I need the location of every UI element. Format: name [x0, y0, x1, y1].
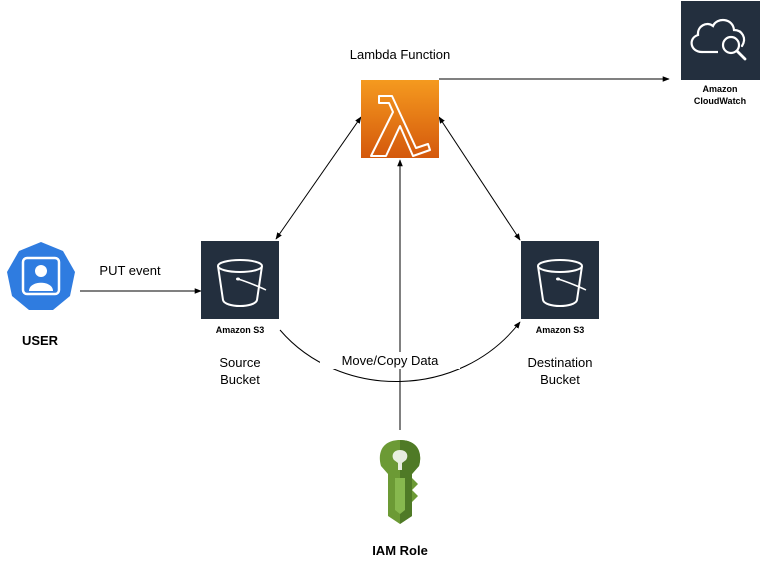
cloudwatch-icon: [681, 1, 760, 80]
destination-service-label: Amazon S3: [535, 325, 585, 335]
cloudwatch-label-line2: CloudWatch: [693, 96, 747, 106]
lambda-destination-arrow: [438, 116, 521, 241]
iam-role-label: IAM Role: [372, 543, 428, 558]
user-icon: [7, 242, 75, 310]
destination-s3-icon: [521, 241, 599, 319]
destination-bucket-label-line1: Destination: [527, 355, 593, 370]
source-service-label: Amazon S3: [215, 325, 265, 335]
iam-key-icon: [379, 440, 421, 524]
lambda-source-arrow: [275, 116, 362, 240]
cloudwatch-label-line1: Amazon: [702, 84, 738, 94]
destination-bucket-label-line2: Bucket: [540, 372, 580, 387]
lambda-label: Lambda Function: [349, 47, 451, 62]
user-label: USER: [21, 333, 59, 348]
lambda-icon: [361, 80, 439, 158]
source-bucket-label-line2: Bucket: [220, 372, 260, 387]
source-s3-icon: [201, 241, 279, 319]
source-bucket-label-line1: Source: [219, 355, 261, 370]
put-event-label: PUT event: [99, 263, 161, 278]
move-copy-label: Move/Copy Data: [320, 352, 460, 369]
move-copy-arrow: [279, 321, 521, 382]
